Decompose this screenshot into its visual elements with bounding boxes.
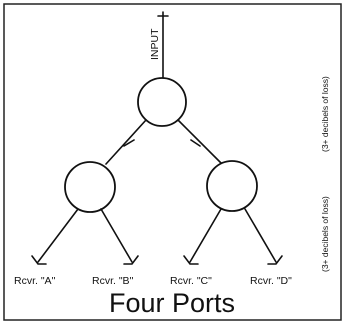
border-frame [3,3,342,321]
branch-left [105,119,147,165]
term-c [183,255,199,265]
term-d [267,255,283,265]
leg-a [37,208,79,263]
diagram-title: Four Ports [109,288,235,318]
leg-d [244,208,277,263]
branch-left-tick [123,139,135,147]
splitter-top [137,77,187,127]
loss-label-lower: (3+ decibels of loss) [320,196,330,272]
term-a [31,255,47,265]
term-b [123,255,139,265]
branch-right-tick [190,139,201,147]
splitter-right [206,160,258,212]
splitter-left [64,161,116,213]
leg-c [189,208,222,263]
loss-label-upper: (3+ decibels of loss) [320,76,330,152]
leg-b [100,208,133,263]
receiver-label-d: Rcvr. "D" [250,275,292,287]
receiver-label-c: Rcvr. "C" [170,275,212,287]
receiver-label-a: Rcvr. "A" [14,275,56,287]
input-label: INPUT [149,28,161,60]
receiver-label-b: Rcvr. "B" [92,275,134,287]
branch-right [177,119,225,167]
